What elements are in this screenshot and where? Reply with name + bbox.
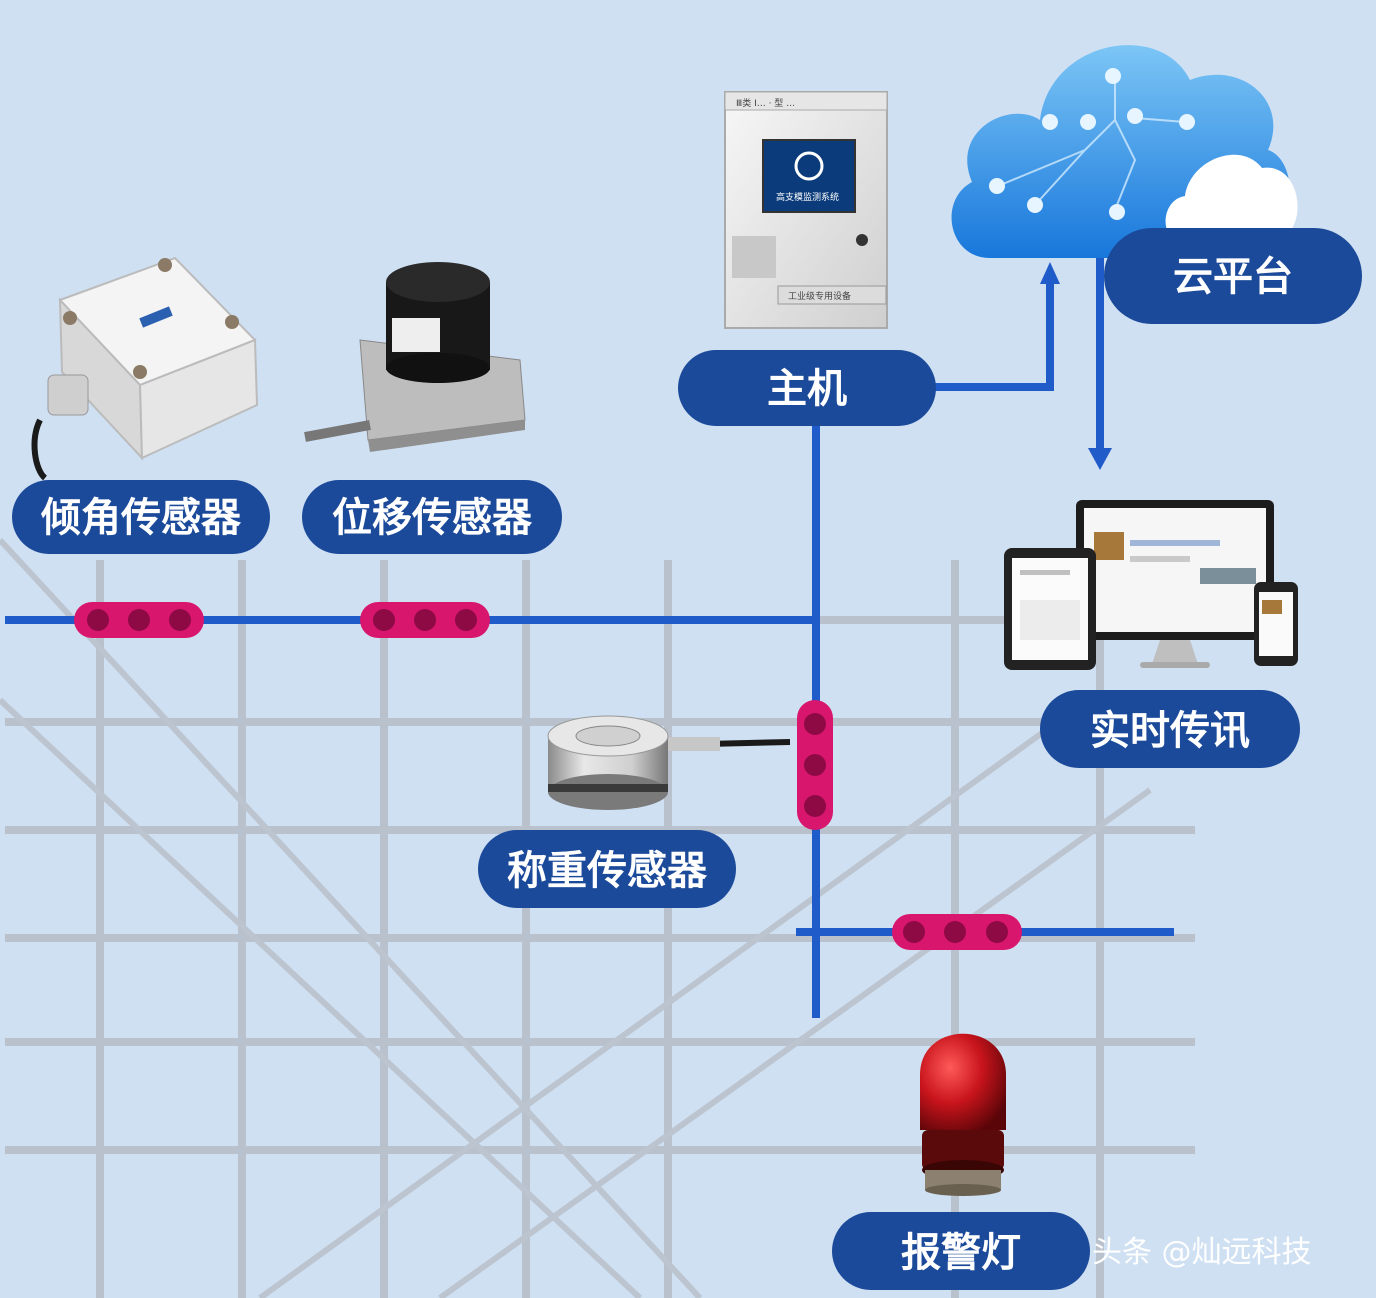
- weighing-sensor-label: 称重传感器: [478, 830, 736, 908]
- connector-1: [74, 602, 204, 638]
- host-bottom-text: 工业级专用设备: [788, 290, 851, 302]
- svg-text:云平台: 云平台: [1173, 254, 1293, 300]
- displacement-sensor-image: [304, 262, 526, 452]
- alarm-light-label: 报警灯: [832, 1212, 1090, 1290]
- tilt-sensor-label: 倾角传感器: [12, 480, 270, 554]
- svg-text:主机: 主机: [767, 366, 847, 412]
- connector-4: [892, 914, 1022, 950]
- svg-text:位移传感器: 位移传感器: [332, 495, 533, 541]
- host-top-text: Ⅲ类 Ⅰ… · 型 …: [736, 97, 795, 109]
- host-screen-text: 高支模监测系统: [776, 191, 839, 203]
- host-label: 主机: [678, 350, 936, 426]
- svg-text:倾角传感器: 倾角传感器: [40, 495, 242, 541]
- alarm-light-image: [920, 1033, 1006, 1196]
- cloud-icon: [951, 45, 1298, 258]
- cloud-platform-label: 云平台: [1104, 228, 1362, 324]
- svg-text:实时传讯: 实时传讯: [1090, 708, 1250, 754]
- displacement-sensor-label: 位移传感器: [302, 480, 562, 554]
- devices-image: [1004, 500, 1298, 670]
- arrow-down-icon: [1088, 448, 1112, 470]
- svg-text:称重传感器: 称重传感器: [507, 848, 708, 894]
- weighing-sensor-image: [547, 715, 791, 810]
- connector-3: [797, 700, 833, 830]
- arrow-up-icon: [1040, 262, 1060, 284]
- tilt-sensor-image: [31, 256, 259, 481]
- connector-2: [360, 602, 490, 638]
- realtime-comm-label: 实时传讯: [1040, 690, 1300, 768]
- svg-text:报警灯: 报警灯: [901, 1230, 1021, 1276]
- watermark-text: 头条 @灿远科技: [1092, 1235, 1312, 1270]
- scaffold-bracing: [0, 537, 1152, 1298]
- host-device-image: Ⅲ类 Ⅰ… · 型 … 高支模监测系统 工业级专用设备: [724, 91, 888, 329]
